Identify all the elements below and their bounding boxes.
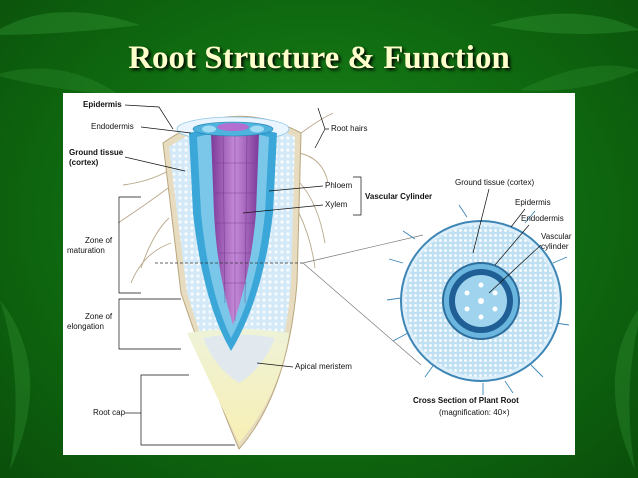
label-cs-vascular-2: cylinder [541, 242, 569, 251]
zoom-line-bottom [302, 262, 422, 366]
label-cs-epidermis: Epidermis [515, 198, 551, 207]
cross-section-magnification: (magnification: 40×) [439, 408, 510, 417]
label-zone-maturation-2: maturation [67, 246, 105, 255]
label-zone-elongation-1: Zone of [85, 312, 113, 321]
apical-meristem [203, 334, 275, 383]
phloem-top-right [250, 125, 264, 133]
label-zone-maturation-1: Zone of [85, 236, 113, 245]
xylem-cell-lines [215, 129, 256, 321]
cross-section [386, 204, 570, 395]
label-cs-endodermis: Endodermis [521, 214, 564, 223]
label-apical-meristem: Apical meristem [295, 362, 352, 371]
label-ground-tissue-1: Ground tissue [69, 148, 124, 157]
leaf-decoration-top-right [490, 13, 638, 91]
diagram-panel: Epidermis Endodermis Ground tissue (cort… [63, 93, 575, 455]
label-epidermis: Epidermis [83, 100, 122, 109]
root-longitudinal [117, 112, 334, 450]
label-cs-vascular-1: Vascular [541, 232, 572, 241]
leaf-decoration-bottom-right [614, 309, 638, 470]
xylem-top [217, 123, 249, 131]
slide-title: Root Structure & Function [128, 40, 510, 76]
label-zone-elongation-2: elongation [67, 322, 104, 331]
label-root-hairs: Root hairs [331, 124, 367, 133]
leaf-decoration-bottom-left [0, 300, 31, 470]
label-xylem: Xylem [325, 200, 348, 209]
label-phloem: Phloem [325, 181, 352, 190]
cross-xylem-dots [464, 282, 498, 320]
cross-section-caption: Cross Section of Plant Root [413, 396, 519, 405]
label-ground-tissue-2: (cortex) [69, 158, 99, 167]
phloem-top-left [202, 125, 216, 133]
root-diagram: Epidermis Endodermis Ground tissue (cort… [67, 100, 572, 450]
label-endodermis: Endodermis [91, 122, 134, 131]
label-vascular-cylinder: Vascular Cylinder [365, 192, 432, 201]
zoom-line-top [302, 234, 424, 264]
label-root-cap: Root cap [93, 408, 126, 417]
label-cs-ground-tissue: Ground tissue (cortex) [455, 178, 534, 187]
leaf-decoration-top-left [0, 12, 140, 95]
